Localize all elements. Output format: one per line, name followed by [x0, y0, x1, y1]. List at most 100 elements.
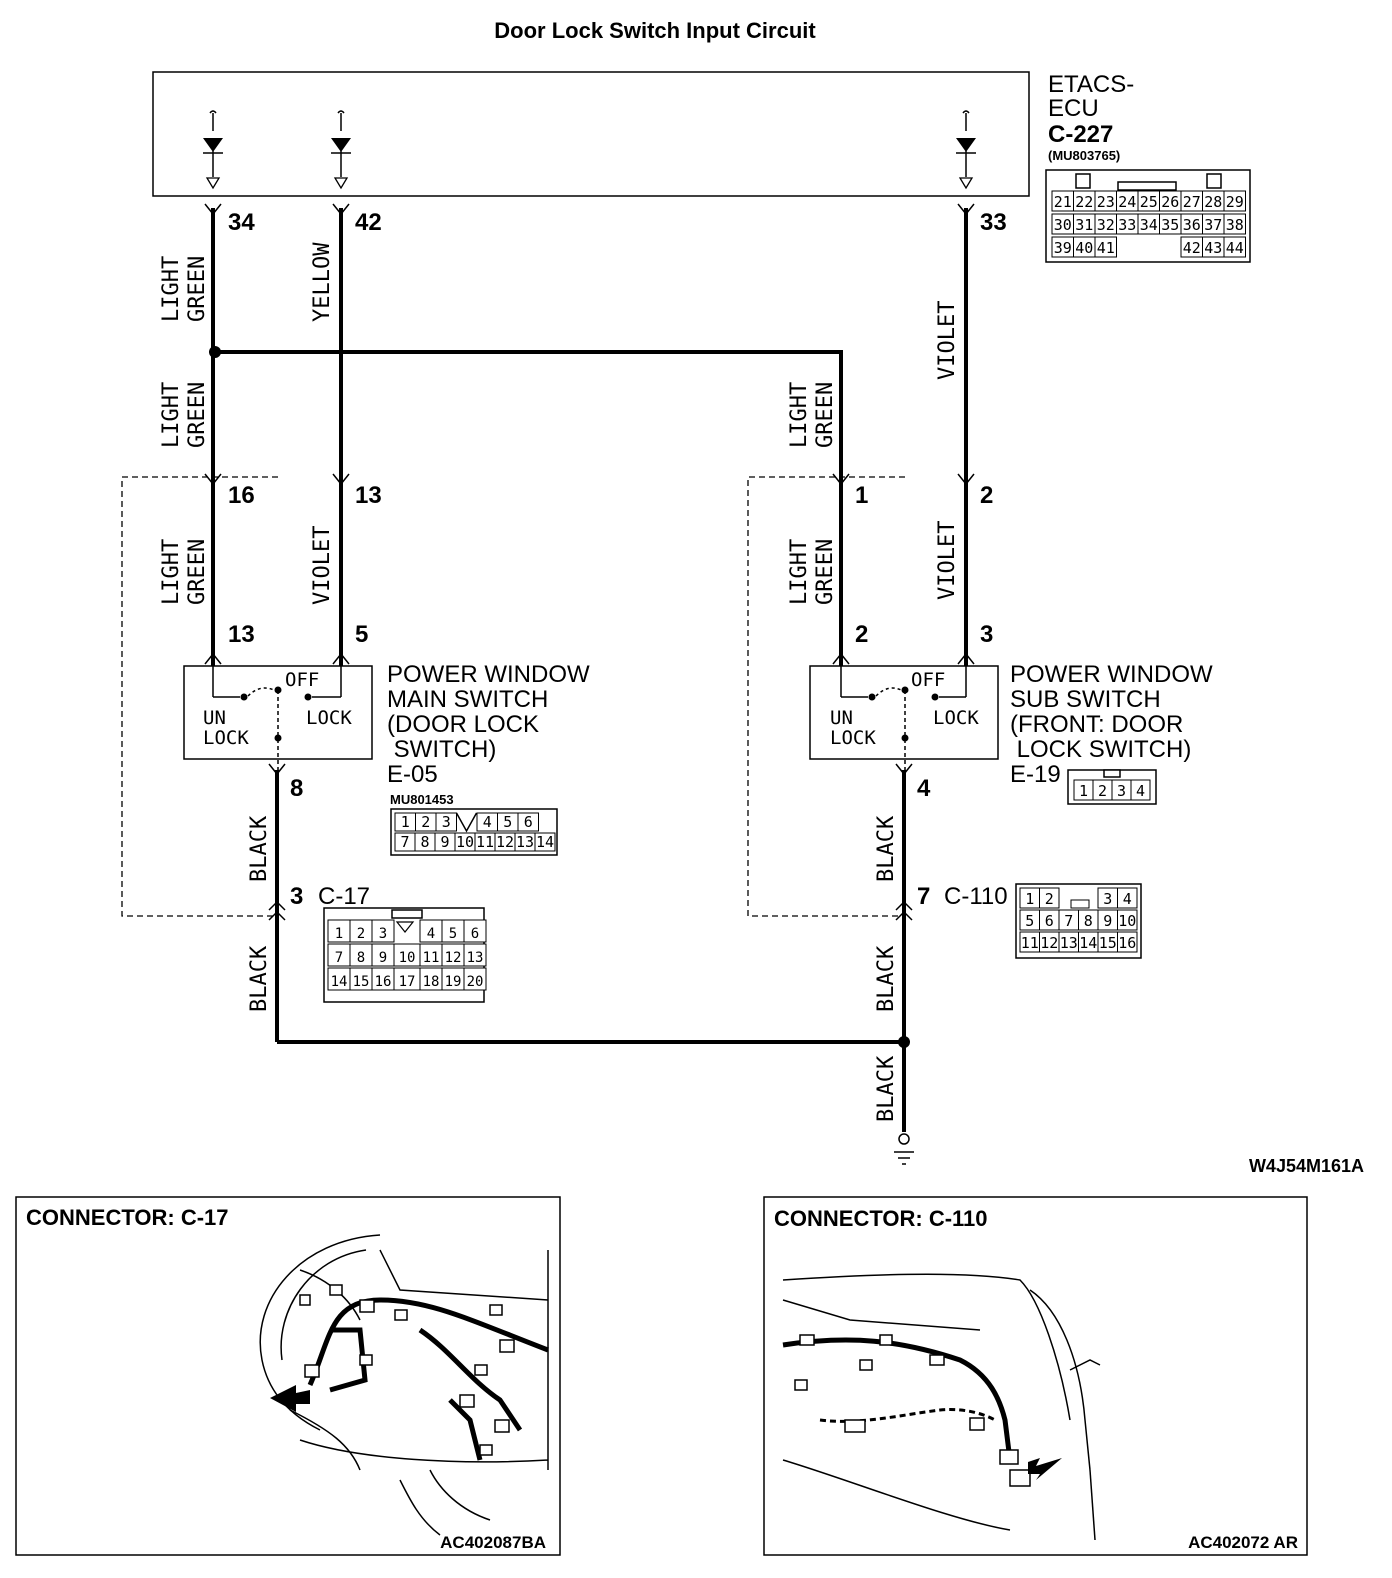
- pin-number: 16: [375, 974, 392, 990]
- pin-number: 2: [1045, 890, 1054, 908]
- pin-number: 17: [399, 974, 416, 990]
- pin-number: 8: [357, 950, 365, 966]
- pin-number: 9: [1103, 912, 1112, 930]
- wire-label-light: LIGHT: [787, 382, 812, 448]
- pin-number: 14: [331, 974, 348, 990]
- pin-number: 7: [1064, 912, 1073, 930]
- c17-connector-label: C-17: [318, 883, 370, 910]
- ground-icon: [894, 1133, 914, 1165]
- ecu-box: [152, 71, 1030, 197]
- pin-cell: [1130, 779, 1151, 801]
- sub-unlock-label-2: LOCK: [830, 727, 876, 749]
- pin-number: 6: [471, 926, 479, 942]
- main-switch-assembly-outline: [121, 476, 278, 917]
- wire-label-black: BLACK: [874, 945, 899, 1012]
- pin-number: 3: [379, 926, 387, 942]
- pin-number: 12: [496, 833, 514, 851]
- pin-number: 23: [1097, 193, 1115, 211]
- main-switch-name-1: POWER WINDOW: [387, 661, 590, 688]
- c110-connector-label: C-110: [944, 883, 1008, 910]
- pin-number: 8: [420, 833, 429, 851]
- wire-label-green: GREEN: [813, 539, 838, 605]
- pin-number: 28: [1204, 193, 1222, 211]
- ecu-diode-33: [956, 110, 976, 190]
- wire-label-green: GREEN: [185, 256, 210, 322]
- wire-label-light: LIGHT: [787, 539, 812, 605]
- pin-cell: [1223, 190, 1246, 212]
- wire-label-green: GREEN: [185, 382, 210, 448]
- pin-number: 8: [1084, 912, 1093, 930]
- pin-number: 12: [445, 950, 462, 966]
- pin-cell: [1094, 236, 1117, 258]
- pin-number: 25: [1140, 193, 1158, 211]
- ecu-connector-label: C-227: [1048, 121, 1113, 148]
- sub-switch-name-4: LOCK SWITCH): [1010, 736, 1191, 763]
- sub-switch-name-1: POWER WINDOW: [1010, 661, 1213, 688]
- pin-number: 13: [467, 950, 484, 966]
- pin-cell: [1117, 887, 1138, 909]
- panel-code-c17: AC402087BA: [440, 1533, 546, 1552]
- pin-number: 2: [421, 813, 430, 831]
- sub-switch-connector: E-19: [1010, 761, 1061, 788]
- pin-number: 20: [467, 974, 484, 990]
- connector-c110-panel: CONNECTOR: C-110 AC402072 AR: [763, 1196, 1308, 1556]
- pin-cell: [517, 812, 539, 832]
- pin-number: 4: [427, 926, 435, 942]
- sub-switch-pin-2: 2: [855, 621, 868, 648]
- dashboard-illustration: [782, 1273, 1101, 1541]
- pin-number: 29: [1226, 193, 1244, 211]
- pin-number: 10: [1118, 912, 1136, 930]
- panel-code-c110: AC402072 AR: [1188, 1533, 1298, 1552]
- pin-number: 11: [423, 950, 440, 966]
- pin-number: 10: [456, 833, 474, 851]
- pin-number: 1: [1079, 782, 1088, 800]
- pin-number: 26: [1161, 193, 1179, 211]
- pin-number: 5: [1025, 912, 1034, 930]
- pin-number: 9: [440, 833, 449, 851]
- pin-number: 31: [1075, 216, 1093, 234]
- pin-cell: [463, 919, 487, 943]
- pin-number: 14: [1079, 934, 1097, 952]
- wire-label-black: BLACK: [874, 815, 899, 882]
- wire-label-green: GREEN: [185, 539, 210, 605]
- ecu-name-1: ETACS-: [1048, 71, 1134, 98]
- ecu-diode-34: [203, 110, 223, 190]
- wire-label-light: LIGHT: [159, 382, 184, 448]
- pin-number: 10: [399, 950, 416, 966]
- dashboard-illustration: [259, 1234, 549, 1536]
- pin-number: 5: [449, 926, 457, 942]
- wires: [209, 208, 968, 1132]
- power-window-sub-switch: OFF UN LOCK LOCK: [809, 665, 999, 770]
- ecu-name-2: ECU: [1048, 95, 1099, 122]
- main-switch-name-2: MAIN SWITCH: [387, 686, 548, 713]
- pin-number: 41: [1097, 239, 1115, 257]
- pin-cell: [463, 967, 487, 991]
- pin-number: 34: [1140, 216, 1158, 234]
- pin-number: 3: [1117, 782, 1126, 800]
- sub-off-label: OFF: [911, 669, 945, 691]
- pin-number: 18: [423, 974, 440, 990]
- page-title: Door Lock Switch Input Circuit: [494, 18, 816, 43]
- pin-42: 42: [355, 209, 382, 236]
- pin-number: 36: [1183, 216, 1201, 234]
- pin-number: 11: [476, 833, 494, 851]
- c17-pin-3: 3: [290, 883, 303, 910]
- pin-number: 24: [1118, 193, 1136, 211]
- sub-switch-name-2: SUB SWITCH: [1010, 686, 1161, 713]
- panel-title-c17: CONNECTOR: C-17: [26, 1205, 229, 1230]
- sub-switch-pin-4: 4: [917, 775, 931, 802]
- pin-number: 2: [357, 926, 365, 942]
- pin-cell: [1117, 909, 1138, 931]
- pin-number: 9: [379, 950, 387, 966]
- pin-number: 7: [400, 833, 409, 851]
- pin-number: 35: [1161, 216, 1179, 234]
- pin-number: 1: [335, 926, 343, 942]
- pin-number: 22: [1075, 193, 1093, 211]
- pin-number: 27: [1183, 193, 1201, 211]
- main-switch-part: MU801453: [390, 792, 454, 807]
- pin-number: 13: [1060, 934, 1078, 952]
- ecu-diode-42: [331, 110, 351, 190]
